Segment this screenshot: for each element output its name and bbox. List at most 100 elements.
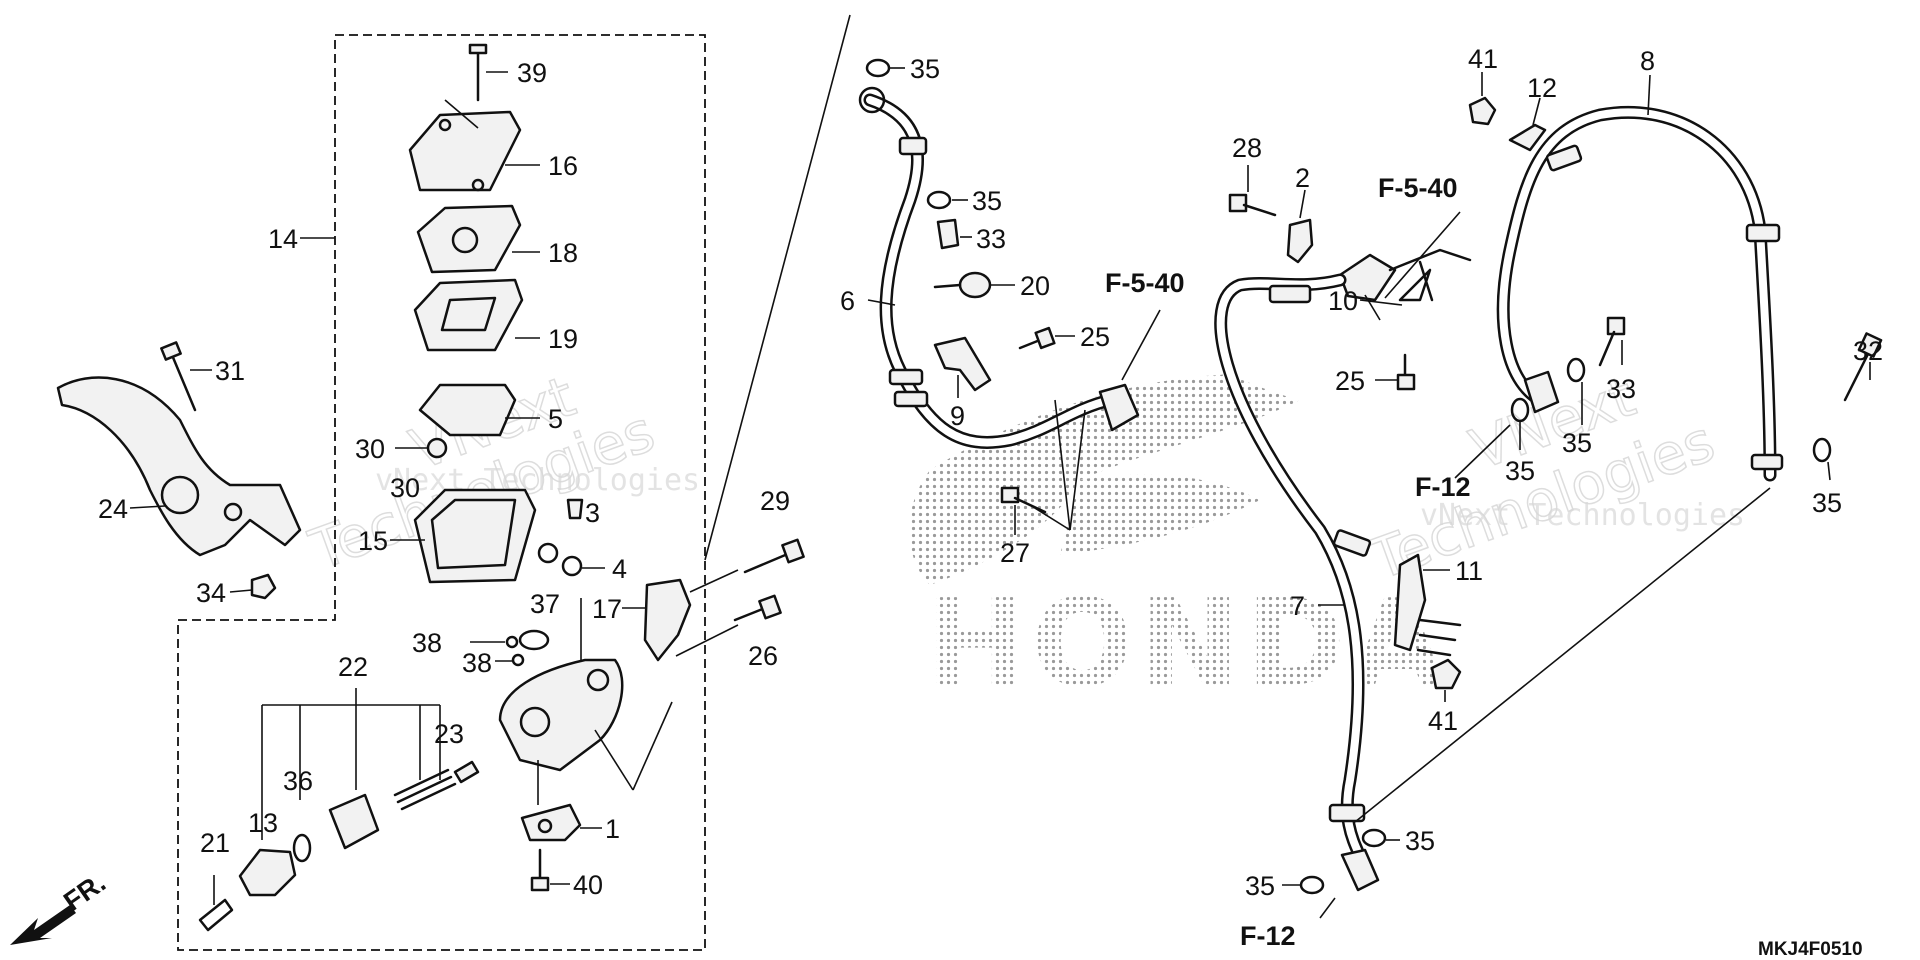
label-3: 3 [585,498,600,528]
part-4-clamp [537,542,605,577]
label-8: 8 [1640,46,1655,76]
label-21: 21 [200,828,230,858]
label-9: 9 [950,401,965,431]
front-direction-arrow: FR. [10,867,111,945]
part-24-brake-lever [56,376,302,557]
label-24: 24 [98,494,128,524]
part-35-washers-right [1510,357,1832,481]
diagram-code: MKJ4F0510 [1758,939,1863,960]
part-11-bracket [1393,553,1462,657]
label-35-d: 35 [1245,871,1275,901]
part-3-seal [566,498,584,520]
leader-hose-top [704,14,851,561]
part-15-reservoir-body [390,488,537,584]
label-19: 19 [548,324,578,354]
part-37-oring [518,629,550,651]
part-31-pivot-bolt [160,341,212,412]
label-12: 12 [1527,73,1557,103]
label-35-b: 35 [972,186,1002,216]
ref-f12-bottom: F-12 [1240,921,1296,951]
part-5-float [418,383,540,437]
arrow-f540-left [1121,309,1161,381]
label-33-b: 33 [1606,374,1636,404]
part-1-switch [520,760,602,842]
part-17-boot [622,569,739,662]
part-41-nut-lower [1430,658,1462,702]
label-16: 16 [548,151,578,181]
part-19-diaphragm [413,278,540,352]
part-25-bolt-left [1018,326,1075,350]
label-41-a: 41 [1428,706,1458,736]
leader-long-diagonal [1354,487,1771,823]
label-1: 1 [605,814,620,844]
part-29-bolt [743,538,805,574]
part-35-washer-top [865,58,905,78]
label-20: 20 [1020,271,1050,301]
ref-f540-mid: F-5-40 [1105,268,1185,298]
label-38b: 38 [462,648,492,678]
arrow-f12-bottom [1319,897,1336,919]
label-35-e: 35 [1562,428,1592,458]
part-39-screw [468,43,508,102]
label-23: 23 [434,719,464,749]
label-25-b: 25 [1335,366,1365,396]
ref-f540-top: F-5-40 [1378,173,1458,203]
label-17: 17 [592,594,622,624]
label-18: 18 [548,238,578,268]
label-26: 26 [748,641,778,671]
part-30-cap-bolt [395,437,448,459]
label-30b: 30 [390,473,420,503]
label-25-a: 25 [1080,322,1110,352]
part-34-nut [229,573,277,600]
part-25-bolt-right [1375,353,1416,391]
part-12-clip [1508,97,1547,152]
piston-group [198,688,480,932]
label-6: 6 [840,286,855,316]
assembly-boundary [177,34,706,951]
part-master-cylinder-body [498,598,673,791]
part-2-joint [1286,189,1314,264]
part-10-bracket [1338,211,1472,321]
label-35-a: 35 [910,54,940,84]
part-labels: 39 16 14 18 19 5 30 30 3 15 4 17 37 38 3… [98,44,1883,901]
label-13: 13 [248,808,278,838]
part-6-brake-hose [858,86,1140,449]
label-11: 11 [1455,556,1483,586]
label-35-g: 35 [1812,488,1842,518]
ref-f12-right: F-12 [1415,472,1471,502]
label-30: 30 [355,434,385,464]
label-31: 31 [215,356,245,386]
part-28-bolt [1228,165,1277,217]
watermark-company-left: vNext Technologies [375,463,700,498]
label-36: 36 [283,766,313,796]
part-18-diaphragm-plate [416,204,540,274]
label-14: 14 [268,224,298,254]
part-7-brake-hose [1214,273,1380,892]
label-39: 39 [517,58,547,88]
label-28: 28 [1232,133,1262,163]
part-20-banjo [933,271,1015,299]
part-16-reservoir-cap [408,99,540,192]
label-15: 15 [358,526,388,556]
label-35-f: 35 [1505,456,1535,486]
part-8-brake-hose [1496,74,1784,482]
part-41-nut-upper [1468,72,1497,126]
label-2: 2 [1295,163,1310,193]
label-33-a: 33 [976,224,1006,254]
part-33-bolt-right [1598,316,1626,367]
label-35-c: 35 [1405,826,1435,856]
label-34: 34 [196,578,226,608]
part-9-hose-clamp [933,336,992,398]
label-41-b: 41 [1468,44,1498,74]
part-38-small-oring [470,635,525,667]
part-35-washers-lower [1282,828,1400,895]
part-33-bolt-mid [936,218,972,250]
brand-mark-text: HONDA [925,575,1450,714]
part-35-washer-mid [926,190,968,210]
label-22: 22 [338,652,368,682]
part-27-bolt [1000,399,1086,535]
watermark-company-right: vNext Technologies [1420,498,1745,533]
part-26-bolt [733,594,782,622]
label-38: 38 [412,628,442,658]
